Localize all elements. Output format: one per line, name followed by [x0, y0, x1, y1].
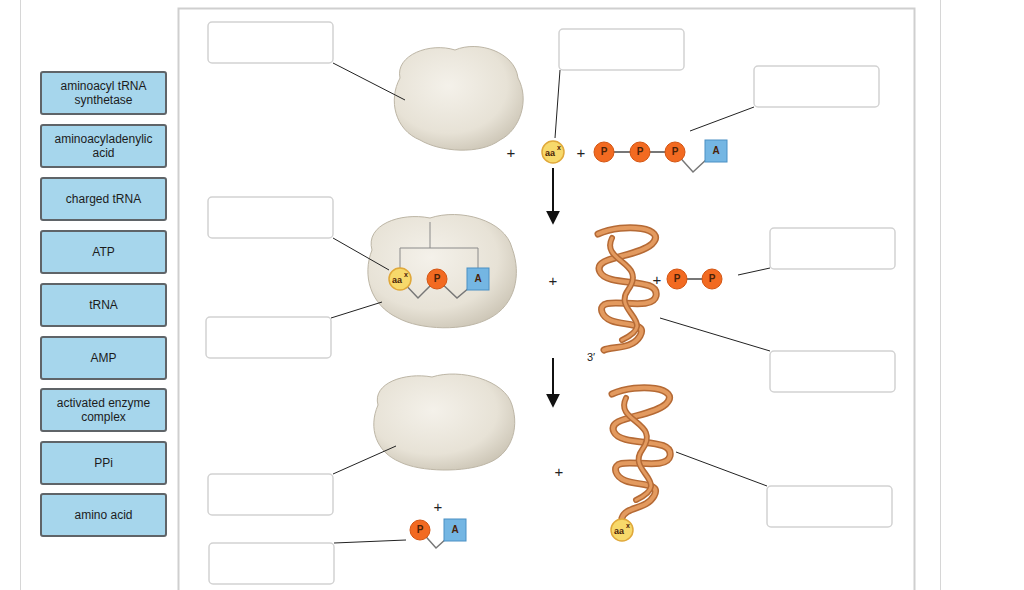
frame-line: [940, 0, 941, 590]
leader-line: [690, 107, 754, 131]
leader-line: [331, 302, 382, 318]
amino-acid-ball: [542, 141, 564, 163]
frame-line: [20, 0, 21, 590]
phosphate-symbol: P: [601, 147, 608, 157]
label-text: amino acid: [68, 508, 138, 522]
plus-sign: +: [555, 464, 564, 479]
drop-box: [208, 474, 333, 515]
three-prime-end: 3′: [587, 352, 595, 363]
leader-line: [555, 70, 560, 138]
label-button: PPi: [40, 441, 167, 485]
drop-box: [559, 29, 684, 70]
plus-sign: +: [507, 145, 516, 160]
label-button: amino acid: [40, 493, 167, 537]
plus-sign: +: [434, 499, 443, 514]
reaction-arrow: [552, 168, 554, 222]
phosphate-symbol: P: [417, 525, 424, 535]
leader-line: [333, 63, 405, 100]
plus-sign: +: [577, 145, 586, 160]
aminoacyl-adenylate: [389, 222, 489, 298]
trna-strand: [598, 228, 656, 350]
plus-sign: +: [549, 273, 558, 288]
amino-acid-symbol: aa: [545, 149, 555, 158]
charged-trna-strand: [612, 388, 670, 518]
amino-acid-superscript: x: [404, 271, 408, 278]
adenosine-symbol: A: [451, 525, 458, 535]
drop-box: [209, 543, 334, 584]
work-panel: [179, 9, 915, 590]
adenosine-symbol: A: [474, 274, 481, 284]
amp-molecule: [410, 519, 466, 548]
leader-line: [334, 540, 406, 543]
label-text: tRNA: [83, 298, 124, 312]
drop-box: [208, 197, 333, 238]
phosphate-symbol: P: [709, 274, 716, 284]
drop-box: [754, 66, 879, 107]
label-button: AMP: [40, 336, 167, 380]
phosphate-symbol: P: [672, 147, 679, 157]
atp-molecule: [594, 140, 727, 172]
drop-box: [770, 228, 895, 269]
leader-line: [333, 446, 396, 474]
amino-acid-ball: [611, 519, 633, 541]
leader-lines: [331, 63, 770, 543]
enzyme-blob: [368, 215, 517, 328]
label-button: ATP: [40, 230, 167, 274]
label-button: activated enzyme complex: [40, 388, 167, 432]
label-text: charged tRNA: [60, 192, 147, 206]
label-text: aminoacyladenylic acid: [42, 132, 165, 160]
drop-box: [767, 486, 892, 527]
label-text: activated enzyme complex: [42, 396, 165, 424]
phosphate-symbol: P: [637, 147, 644, 157]
phosphate-symbol: P: [674, 274, 681, 284]
amino-acid-symbol: aa: [614, 527, 624, 536]
amino-acid-symbol: aa: [392, 276, 402, 285]
leader-line: [738, 268, 770, 275]
amino-acid-superscript: x: [626, 522, 630, 529]
reaction-arrow: [552, 358, 554, 405]
leader-line: [333, 238, 389, 270]
drop-box: [206, 317, 331, 358]
enzyme-blob: [394, 46, 523, 150]
drop-box: [770, 351, 895, 392]
label-button: tRNA: [40, 283, 167, 327]
label-text: ATP: [86, 245, 120, 259]
enzyme-blob: [374, 374, 515, 470]
label-text: PPi: [88, 456, 119, 470]
plus-sign: +: [653, 272, 662, 287]
leader-line: [676, 452, 767, 486]
label-text: aminoacyl tRNA synthetase: [42, 79, 165, 107]
pyrophosphate: [667, 269, 722, 289]
amino-acid-superscript: x: [557, 144, 561, 151]
leader-line: [660, 318, 770, 351]
adenosine-symbol: A: [712, 146, 719, 156]
label-button: aminoacyladenylic acid: [40, 124, 167, 168]
label-button: aminoacyl tRNA synthetase: [40, 71, 167, 115]
drop-box: [208, 22, 333, 63]
label-text: AMP: [84, 351, 122, 365]
label-button: charged tRNA: [40, 177, 167, 221]
drop-targets: [206, 22, 895, 584]
phosphate-symbol: P: [434, 274, 441, 284]
